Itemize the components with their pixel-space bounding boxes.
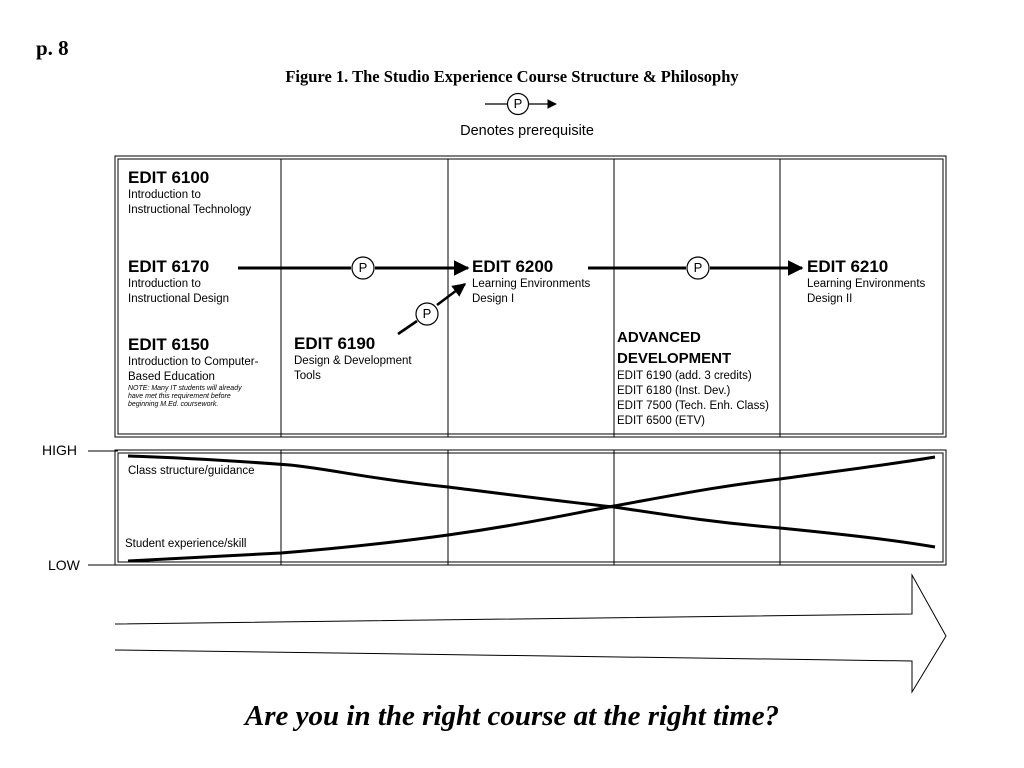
advanced-item: EDIT 6500 (ETV) bbox=[617, 415, 705, 427]
advanced-development: ADVANCED DEVELOPMENT EDIT 6190 (add. 3 c… bbox=[617, 327, 769, 429]
advanced-item: EDIT 7500 (Tech. Enh. Class) bbox=[617, 400, 769, 412]
page-number: p. 8 bbox=[36, 36, 69, 60]
course-name: Learning Environments bbox=[807, 278, 926, 290]
course-name: Tools bbox=[294, 370, 321, 382]
course-note: have met this requirement before bbox=[128, 393, 231, 400]
class-structure-curve bbox=[127, 454, 936, 549]
course-code: EDIT 6210 bbox=[807, 257, 889, 276]
legend-text: Denotes prerequisite bbox=[460, 123, 594, 139]
course-name: Based Education bbox=[128, 371, 215, 383]
prereq-arrow-6200-6210 bbox=[588, 256, 804, 280]
high-label: HIGH bbox=[42, 442, 77, 458]
legend-prereq-label: P bbox=[513, 96, 523, 111]
course-note: beginning M.Ed. coursework. bbox=[128, 401, 219, 408]
low-label: LOW bbox=[48, 557, 80, 573]
student-experience-curve bbox=[127, 455, 936, 563]
course-code: EDIT 6170 bbox=[128, 257, 210, 276]
course-edit6200: EDIT 6200 Learning Environments Design I bbox=[472, 257, 590, 307]
course-name: Design I bbox=[472, 293, 515, 305]
advanced-title: ADVANCED bbox=[617, 329, 701, 346]
prereq-arrow-6190-6200 bbox=[397, 282, 467, 336]
course-note: NOTE: Many IT students will already bbox=[128, 385, 242, 392]
course-edit6210: EDIT 6210 Learning Environments Design I… bbox=[807, 257, 925, 307]
timeline-arrow bbox=[114, 573, 947, 694]
prereq-label-6170-6200: P bbox=[358, 260, 368, 275]
class-structure-label: Class structure/guidance bbox=[128, 465, 255, 477]
course-name: Instructional Technology bbox=[128, 204, 252, 216]
figure-title: Figure 1. The Studio Experience Course S… bbox=[285, 67, 739, 86]
course-name: Introduction to bbox=[128, 278, 201, 290]
advanced-item: EDIT 6180 (Inst. Dev.) bbox=[617, 385, 731, 397]
course-code: EDIT 6200 bbox=[472, 257, 554, 276]
prereq-label-6190-6200: P bbox=[422, 306, 432, 321]
course-name: Design & Development bbox=[294, 355, 412, 367]
course-edit6150: EDIT 6150 Introduction to Computer- Base… bbox=[128, 335, 258, 409]
course-edit6100: EDIT 6100 Introduction to Instructional … bbox=[128, 168, 251, 218]
course-code: EDIT 6190 bbox=[294, 334, 376, 353]
course-edit6190: EDIT 6190 Design & Development Tools bbox=[294, 334, 412, 384]
course-code: EDIT 6100 bbox=[128, 168, 210, 187]
course-name: Instructional Design bbox=[128, 293, 229, 305]
course-name: Introduction to Computer- bbox=[128, 356, 259, 368]
course-edit6170: EDIT 6170 Introduction to Instructional … bbox=[128, 257, 229, 307]
advanced-item: EDIT 6190 (add. 3 credits) bbox=[617, 370, 752, 382]
course-grid bbox=[114, 155, 947, 438]
course-name: Design II bbox=[807, 293, 853, 305]
prereq-label-6200-6210: P bbox=[693, 260, 703, 275]
course-code: EDIT 6150 bbox=[128, 335, 210, 354]
advanced-title: DEVELOPMENT bbox=[617, 350, 732, 367]
student-experience-label: Student experience/skill bbox=[125, 538, 247, 550]
course-name: Learning Environments bbox=[472, 278, 591, 290]
legend-prereq-symbol bbox=[485, 92, 557, 116]
prereq-arrow-6170-6200 bbox=[238, 256, 470, 280]
course-name: Introduction to bbox=[128, 189, 201, 201]
closing-question: Are you in the right course at the right… bbox=[244, 700, 780, 732]
